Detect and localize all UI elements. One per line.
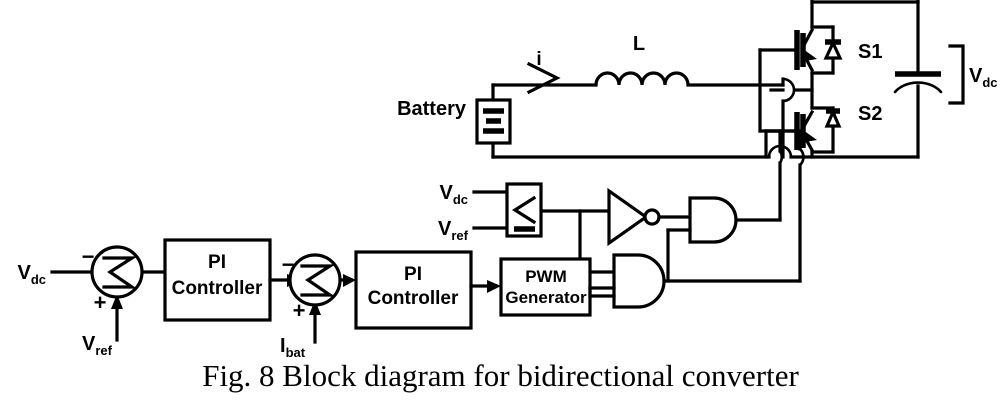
and-gate-upper-body: [688, 196, 738, 244]
pwm-generator-line2: Generator: [505, 288, 587, 307]
dc-link-label: Vdc: [969, 65, 998, 90]
cap-plate-curved: [893, 81, 943, 94]
battery-label: Battery: [397, 98, 467, 120]
pi-controller-1-box: [163, 238, 272, 322]
half-bridge-rail: [769, 0, 920, 159]
voltage-loop-plus-sign: +: [94, 290, 107, 315]
voltage-reference-label: Vref: [82, 333, 113, 358]
wire-hop-gate-upper: [778, 149, 784, 165]
current-arrow-icon: [526, 61, 561, 95]
igbt-s1: [758, 25, 843, 75]
pwm-generator: PWM Generator: [469, 257, 616, 317]
vdc-bracket-shape: [948, 44, 965, 105]
battery-symbol: [475, 98, 512, 145]
and-gate-lower-body: [612, 253, 666, 309]
summing-junction-sigma-icon-2: [300, 264, 336, 297]
switch-label-s1: S1: [858, 41, 882, 63]
voltage-loop-wiring: [50, 270, 167, 342]
comparator-lt-stroke: [512, 195, 537, 225]
s1-diode-triangle: [823, 39, 843, 60]
current-arrow-head: [526, 61, 561, 95]
pi-controller-2-line2: Controller: [368, 288, 459, 309]
vdc-bracket: [948, 44, 965, 105]
inductor-label: L: [633, 33, 645, 55]
voltage-feedback-label: Vdc: [17, 262, 46, 287]
wire-ibat-arrowhead: [309, 300, 321, 315]
comparator-input-vdc-label: Vdc: [439, 182, 468, 207]
summing-junction-voltage: [90, 245, 144, 299]
figure-caption: Fig. 8 Block diagram for bidirectional c…: [202, 358, 799, 393]
pi-controller-2-line1: PI: [404, 264, 422, 285]
wire-sum2-arrowhead: [343, 274, 356, 287]
wire-hop-phase-node: [781, 77, 796, 103]
igbt-s2: [764, 106, 842, 159]
pi-controller-voltage: PI Controller: [163, 238, 272, 322]
summing-junction-current: [288, 253, 342, 307]
current-loop-plus-sign: +: [293, 298, 306, 323]
current-label: i: [536, 49, 541, 70]
comparator-input-vref-label: Vref: [438, 218, 469, 243]
not-gate-triangle: [607, 187, 649, 247]
s1-emitter-arrow: [803, 49, 817, 61]
current-loop-minus-sign: −: [282, 252, 295, 277]
wire-vref-arrowhead: [111, 294, 123, 309]
wire-pi2-arrowhead: [487, 280, 501, 293]
polarized-capacitor-icon: [893, 0, 943, 159]
pi-controller-current: PI Controller: [354, 250, 473, 330]
pwm-generator-line1: PWM: [525, 267, 567, 286]
and-gate-lower: [590, 129, 805, 309]
pi-controller-1-line2: Controller: [172, 278, 263, 299]
s2-diode-triangle: [824, 107, 842, 128]
current-feedback-label: Ibat: [280, 335, 306, 360]
not-gate-icon: [607, 187, 692, 247]
summing-junction-sigma-icon-1: [102, 256, 138, 289]
switch-label-s2: S2: [858, 103, 882, 125]
pi-controller-2-box: [354, 250, 473, 330]
s2-emitter-arrow: [803, 130, 817, 142]
not-gate-bubble: [643, 208, 661, 226]
inductor-coil-icon: [594, 71, 690, 86]
and-gate-upper: [666, 48, 784, 244]
wire-hop-gate-lower: [798, 147, 805, 167]
pi-controller-1-line1: PI: [208, 252, 226, 273]
power-stage-wiring: [491, 83, 920, 159]
inductor-loops: [594, 71, 690, 86]
voltage-loop-minus-sign: −: [82, 244, 95, 269]
less-than-or-equal-comparator-icon: [505, 182, 543, 238]
